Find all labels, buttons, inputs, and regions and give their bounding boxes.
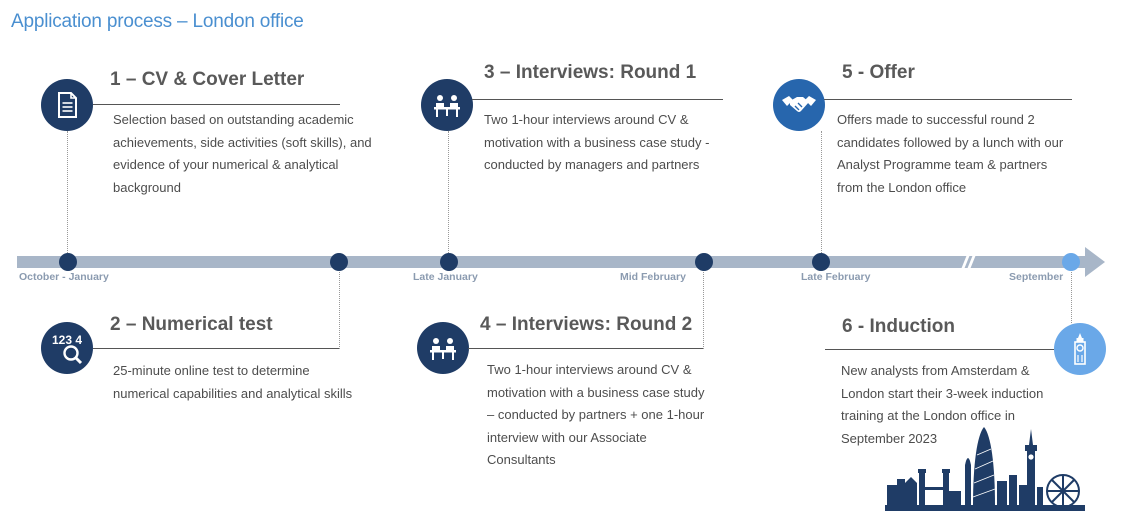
timeline-label: Mid February [620,271,686,283]
numbers-icon-digits: 123 4 [52,333,82,347]
page-title: Application process – London office [11,11,304,32]
timeline-arrowhead [1085,247,1105,277]
step-3-description: Two 1-hour interviews around CV & motiva… [484,112,710,172]
step-4-connector [703,270,704,349]
step-5-divider [824,99,1072,100]
step-3-divider [472,99,723,100]
step-6-title: 6 - Induction [842,316,955,337]
timeline-label: Late February [801,271,871,283]
step-1-title: 1 – CV & Cover Letter [110,69,305,90]
timeline-label: October - January [19,271,109,283]
handshake-icon [773,79,825,131]
timeline-label: Late January [413,271,478,283]
timeline-dot [330,253,348,271]
step-5-connector [821,131,822,255]
step-4-title: 4 – Interviews: Round 2 [480,314,693,335]
document-icon [41,79,93,131]
step-3-title: 3 – Interviews: Round 1 [484,62,697,83]
step-6-description: New analysts from Amsterdam & London sta… [841,363,1044,446]
timeline-dot [812,253,830,271]
timeline-dot-final [1062,253,1080,271]
step-2-description: 25-minute online test to determine numer… [113,363,353,401]
timeline-dot [59,253,77,271]
step-4-description: Two 1-hour interviews around CV & motiva… [487,362,705,467]
step-2-connector [339,270,340,349]
step-2-divider [93,348,340,349]
timeline-dot [440,253,458,271]
step-1-connector [67,131,68,255]
timeline-label: September [1009,271,1064,283]
step-1-divider [93,104,340,105]
step-2-title: 2 – Numerical test [110,314,273,335]
london-skyline-icon [885,427,1085,511]
step-5-title: 5 - Offer [842,62,915,83]
timeline-dot [695,253,713,271]
interview-icon [417,322,469,374]
step-4-divider [468,348,704,349]
numbers-search-icon: 123 4 [41,322,93,374]
step-5-description: Offers made to successful round 2 candid… [837,112,1064,195]
timeline-bar [17,256,1087,268]
step-6-divider [825,349,1054,350]
step-6-connector [1071,270,1072,323]
step-3-connector [448,131,449,255]
interview-icon [421,79,473,131]
big-ben-icon [1054,323,1106,375]
step-1-description: Selection based on outstanding academic … [113,112,372,195]
